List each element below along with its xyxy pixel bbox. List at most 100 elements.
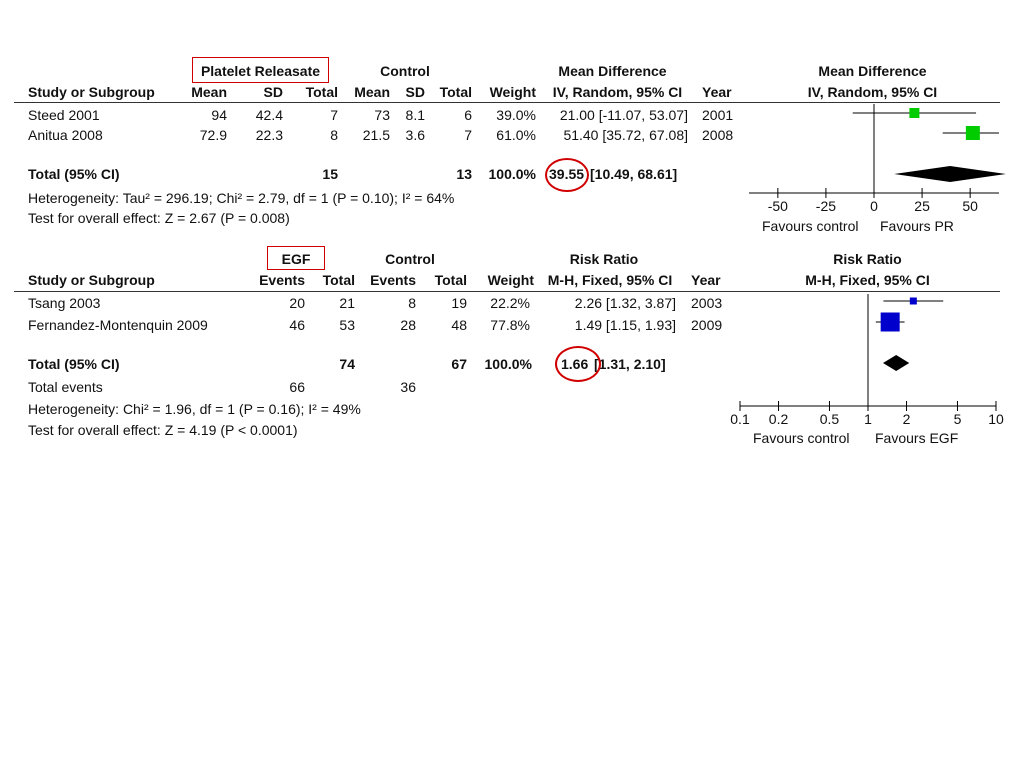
weight: 39.0% (496, 107, 536, 123)
tick-label: 0.2 (769, 411, 789, 427)
total-e: 74 (339, 356, 355, 372)
heterogeneity-text: Heterogeneity: Chi² = 1.96, df = 1 (P = … (28, 401, 361, 417)
col-header-year: Year (702, 84, 732, 100)
mean-c: 73 (374, 107, 390, 123)
col-header-weight: Weight (487, 272, 534, 288)
col-header-sd-e: SD (263, 84, 283, 100)
total-c: 6 (464, 107, 472, 123)
study-square (880, 312, 900, 332)
tick-label: 50 (962, 198, 978, 214)
tick-label: 10 (988, 411, 1004, 427)
weight: 22.2% (490, 295, 530, 311)
total-events-label: Total events (28, 379, 103, 395)
highlight-box-egf (267, 246, 325, 270)
total-label: Total (95% CI) (28, 166, 120, 182)
total-e: 53 (339, 317, 355, 333)
tick-label: -25 (816, 198, 836, 214)
col-header-weight: Weight (489, 84, 536, 100)
heterogeneity-text: Heterogeneity: Tau² = 296.19; Chi² = 2.7… (28, 190, 455, 206)
col-header-mean-c: Mean (354, 84, 390, 100)
year: 2009 (691, 317, 723, 333)
total-e: 8 (330, 127, 338, 143)
events-e: 20 (289, 295, 305, 311)
favours-control-label: Favours control (762, 218, 859, 234)
pooled-ci: [10.49, 68.61] (590, 166, 678, 182)
sd-c: 8.1 (405, 107, 425, 123)
study-name: Steed 2001 (28, 107, 100, 123)
tick-label: -50 (768, 198, 788, 214)
total-c: 48 (451, 317, 467, 333)
total-c: 67 (451, 356, 467, 372)
total-events-e: 66 (289, 379, 305, 395)
highlight-box-platelet (192, 57, 329, 83)
mean-e: 94 (211, 107, 227, 123)
tick-label: 2 (903, 411, 911, 427)
highlight-circle-estimate (545, 158, 589, 192)
ci-text: 2.26 [1.32, 3.87] (574, 295, 676, 311)
tick-label: 0 (870, 198, 878, 214)
favours-pr-label: Favours PR (880, 218, 954, 234)
tick-label: 5 (954, 411, 962, 427)
col-header-total-e: Total (305, 84, 338, 100)
mean-c: 21.5 (362, 127, 390, 143)
col-header-total-e: Total (322, 272, 355, 288)
sd-e: 22.3 (255, 127, 283, 143)
plot-subtitle: M-H, Fixed, 95% CI (805, 272, 930, 288)
col-header-total-c: Total (434, 272, 467, 288)
events-c: 8 (408, 295, 416, 311)
study-name: Tsang 2003 (28, 295, 101, 311)
col-header-sd-c: SD (405, 84, 425, 100)
tick-label: 1 (864, 411, 872, 427)
group-label-control: Control (385, 251, 435, 267)
total-events-c: 36 (400, 379, 416, 395)
plot-subtitle: IV, Random, 95% CI (807, 84, 938, 100)
col-header-study: Study or Subgroup (28, 84, 155, 100)
col-header-events-e: Events (259, 272, 305, 288)
tick-label: 0.1 (730, 411, 750, 427)
events-c: 28 (400, 317, 416, 333)
tick-label: 0.5 (820, 411, 840, 427)
year: 2008 (702, 127, 734, 143)
col-header-ci: IV, Random, 95% CI (552, 84, 683, 100)
plot-title: Mean Difference (818, 63, 927, 79)
overall-effect-text: Test for overall effect: Z = 4.19 (P < 0… (28, 422, 298, 438)
events-e: 46 (289, 317, 305, 333)
year: 2001 (702, 107, 734, 123)
study-square (909, 108, 920, 118)
study-name: Fernandez-Montenquin 2009 (28, 317, 208, 333)
col-header-total-c: Total (439, 84, 472, 100)
favours-egf-label: Favours EGF (875, 430, 959, 446)
total-e: 7 (330, 107, 338, 123)
ci-text: 1.49 [1.15, 1.93] (574, 317, 676, 333)
sd-e: 42.4 (255, 107, 283, 123)
effect-label: Risk Ratio (569, 251, 639, 267)
overall-effect-text: Test for overall effect: Z = 2.67 (P = 0… (28, 210, 290, 226)
study-square (965, 126, 980, 140)
total-weight: 100.0% (488, 166, 536, 182)
total-c: 13 (456, 166, 472, 182)
pooled-diamond (883, 355, 910, 371)
weight: 61.0% (496, 127, 536, 143)
mean-e: 72.9 (199, 127, 227, 143)
pooled-diamond (894, 166, 1006, 182)
highlight-circle-estimate (555, 346, 601, 382)
header-rule (14, 102, 1000, 103)
favours-control-label: Favours control (753, 430, 850, 446)
total-c: 7 (464, 127, 472, 143)
study-name: Anitua 2008 (28, 127, 103, 143)
pooled-ci: [1.31, 2.10] (594, 356, 666, 372)
group-label-experimental: Platelet Releasate (200, 63, 321, 79)
sd-c: 3.6 (405, 127, 425, 143)
header-rule (14, 291, 1000, 292)
total-weight: 100.0% (484, 356, 532, 372)
group-label-control: Control (380, 63, 430, 79)
effect-label: Mean Difference (558, 63, 667, 79)
study-square (909, 297, 917, 305)
col-header-mean-e: Mean (191, 84, 227, 100)
col-header-events-c: Events (370, 272, 416, 288)
total-e: 21 (339, 295, 355, 311)
ci-text: 51.40 [35.72, 67.08] (563, 127, 688, 143)
plot-title: Risk Ratio (833, 251, 902, 267)
col-header-ci: M-H, Fixed, 95% CI (547, 272, 673, 288)
